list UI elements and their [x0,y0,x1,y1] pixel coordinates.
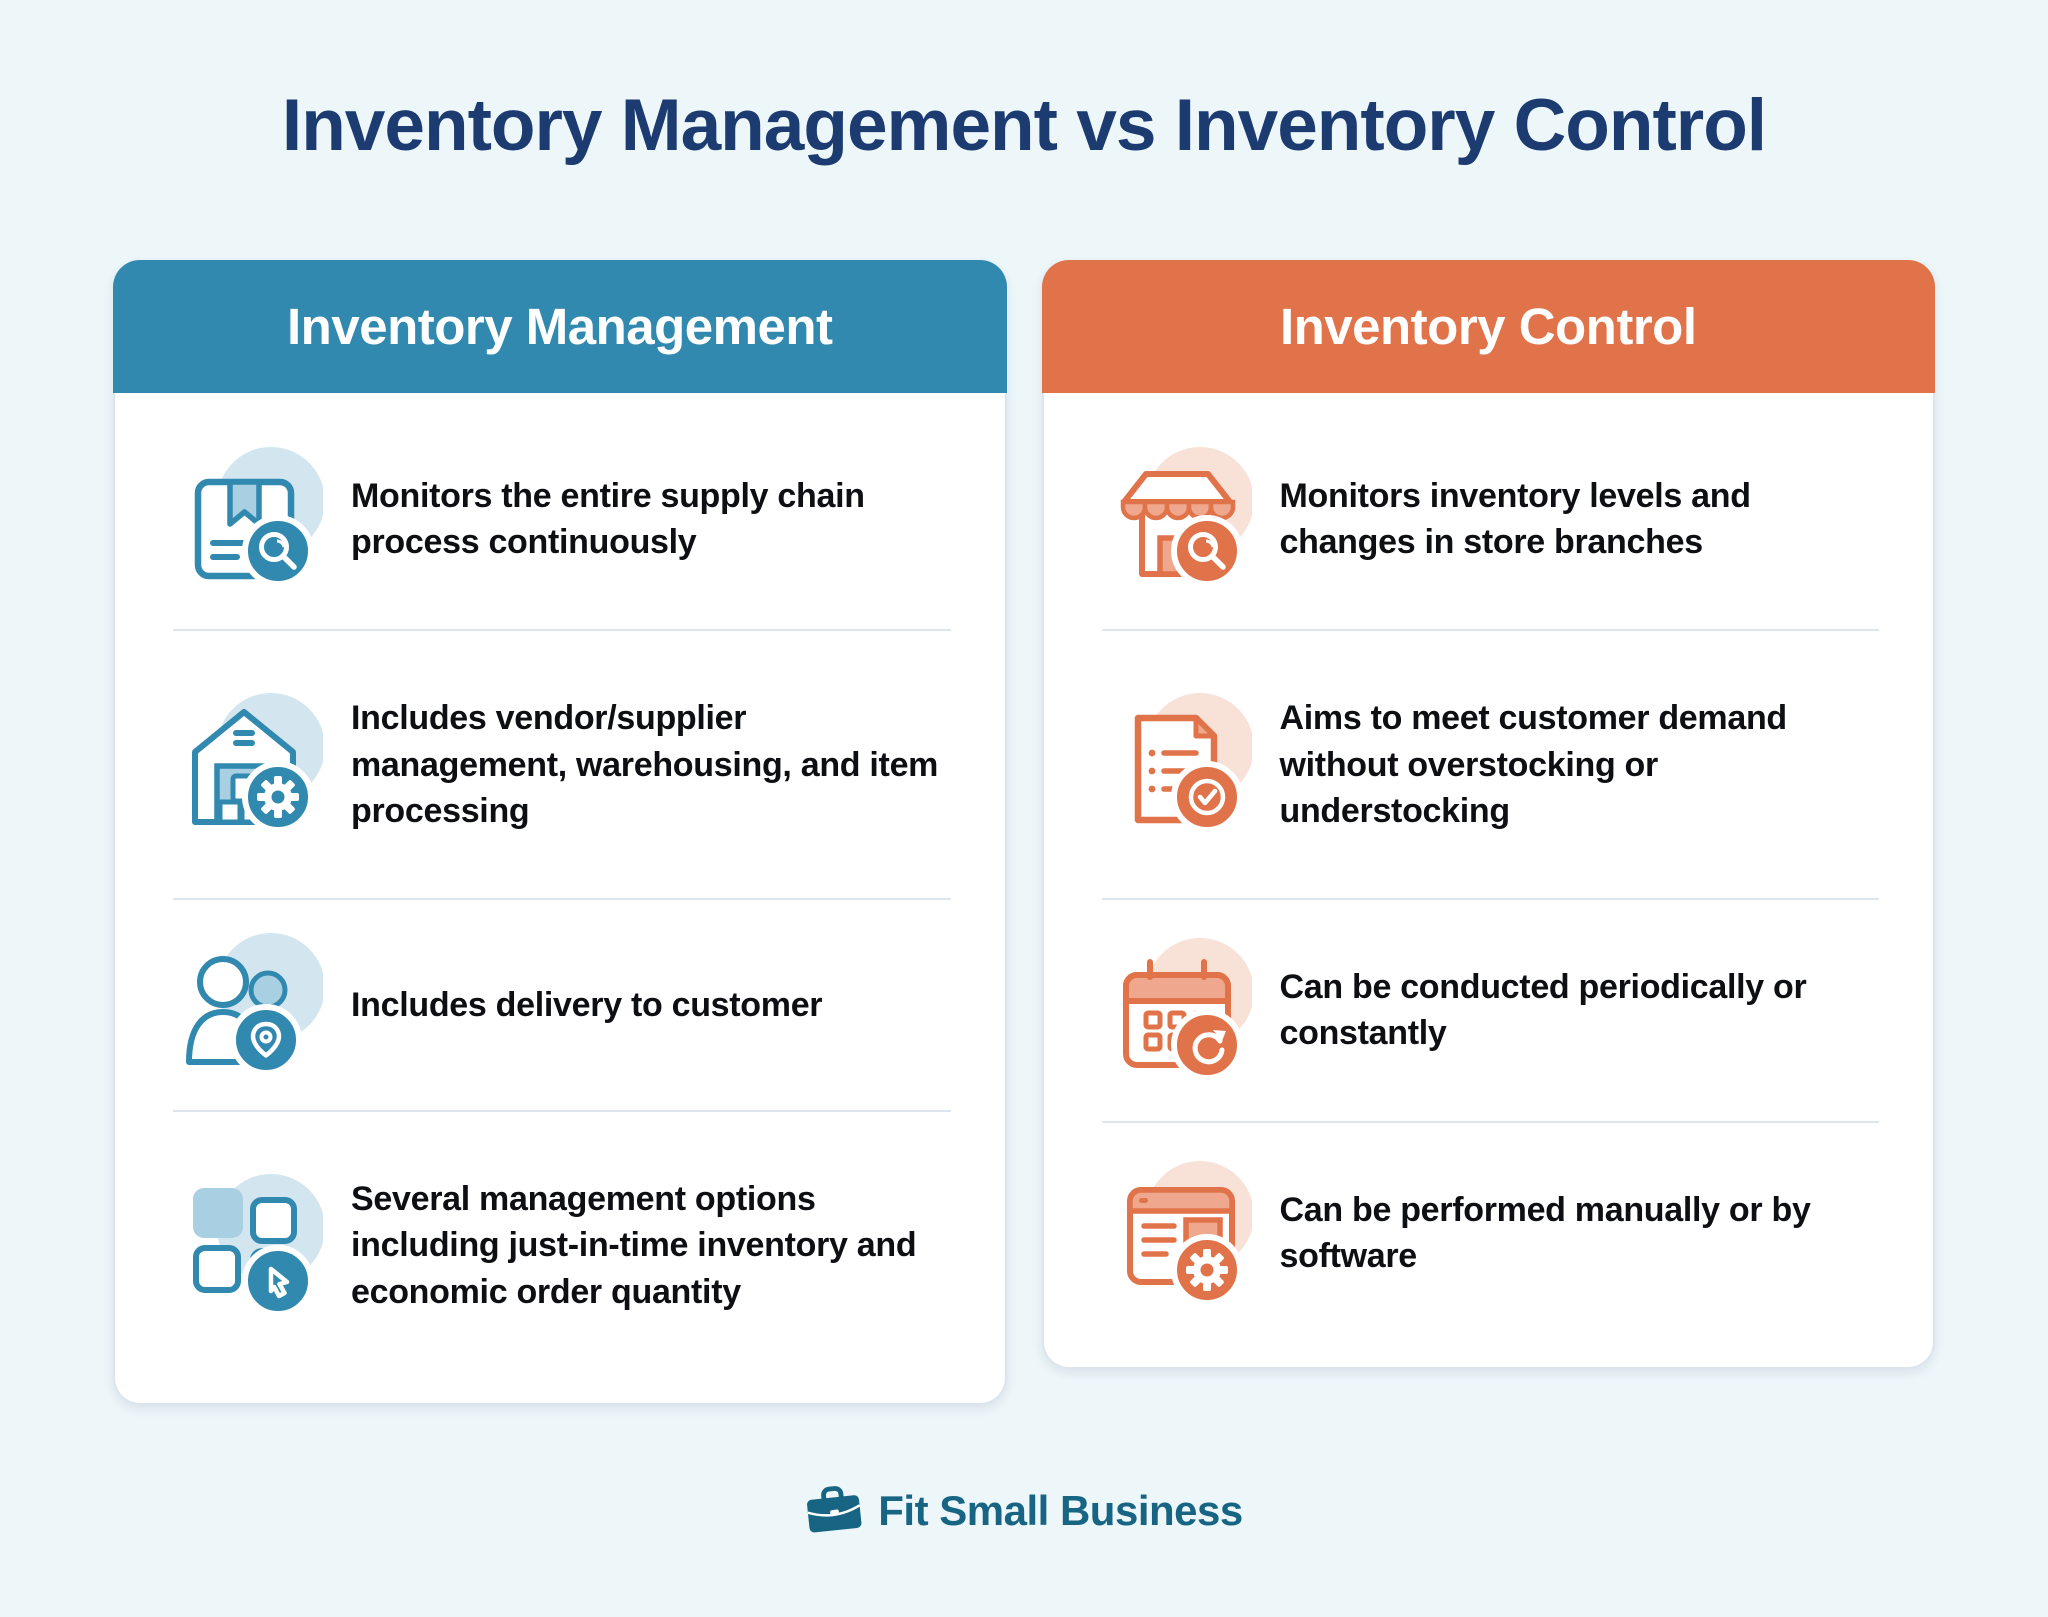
software-gear-icon [1102,1158,1252,1308]
control-row-4: Can be performed manually or by software [1102,1123,1880,1343]
control-row-2-text: Aims to meet customer demand without ove… [1279,699,1788,830]
options-cursor-icon [173,1171,323,1321]
management-row-4: Several management options including jus… [173,1112,951,1379]
brand-name: Fit Small Business [878,1487,1243,1535]
control-row-3: Can be conducted periodically or constan… [1101,900,1879,1123]
footer-logo: Fit Small Business [0,1483,2048,1540]
inventory-management-header: Inventory Management [113,260,1007,393]
calendar-refresh-icon [1102,935,1252,1085]
inventory-control-header: Inventory Control [1041,260,1935,393]
briefcase-icon [802,1480,866,1543]
management-row-1-text: Monitors the entire supply chain process… [351,477,865,562]
inventory-management-title: Inventory Management [287,298,833,355]
comparison-cards: Inventory Management [0,260,2048,1405]
document-check-icon [1102,690,1252,840]
inventory-management-body: Monitors the entire supply chain process… [113,393,1007,1405]
customers-pin-icon [173,930,323,1080]
management-row-3: Includes delivery to customer [173,900,951,1113]
management-row-2: Includes vendor/supplier management, war… [173,631,951,901]
warehouse-gear-icon [173,690,323,840]
control-row-1-text: Monitors inventory levels and changes in… [1279,477,1751,562]
inventory-control-body: Monitors inventory levels and changes in… [1041,393,1935,1370]
inventory-control-title: Inventory Control [1279,298,1697,355]
management-row-2-text: Includes vendor/supplier management, war… [351,699,939,830]
inventory-control-card: Inventory Control [1041,260,1935,1370]
management-row-3-text: Includes delivery to customer [351,986,823,1025]
page-title: Inventory Management vs Inventory Contro… [281,85,1767,166]
control-row-3-text: Can be conducted periodically or constan… [1279,968,1807,1053]
management-row-1: Monitors the entire supply chain process… [173,409,951,632]
control-row-4-text: Can be performed manually or by software [1279,1190,1811,1275]
inventory-management-card: Inventory Management [113,260,1007,1405]
control-row-2: Aims to meet customer demand without ove… [1101,631,1879,901]
control-row-1: Monitors inventory levels and changes in… [1101,409,1879,632]
package-search-icon [173,444,323,594]
management-row-4-text: Several management options including jus… [351,1180,917,1311]
store-search-icon [1102,444,1252,594]
